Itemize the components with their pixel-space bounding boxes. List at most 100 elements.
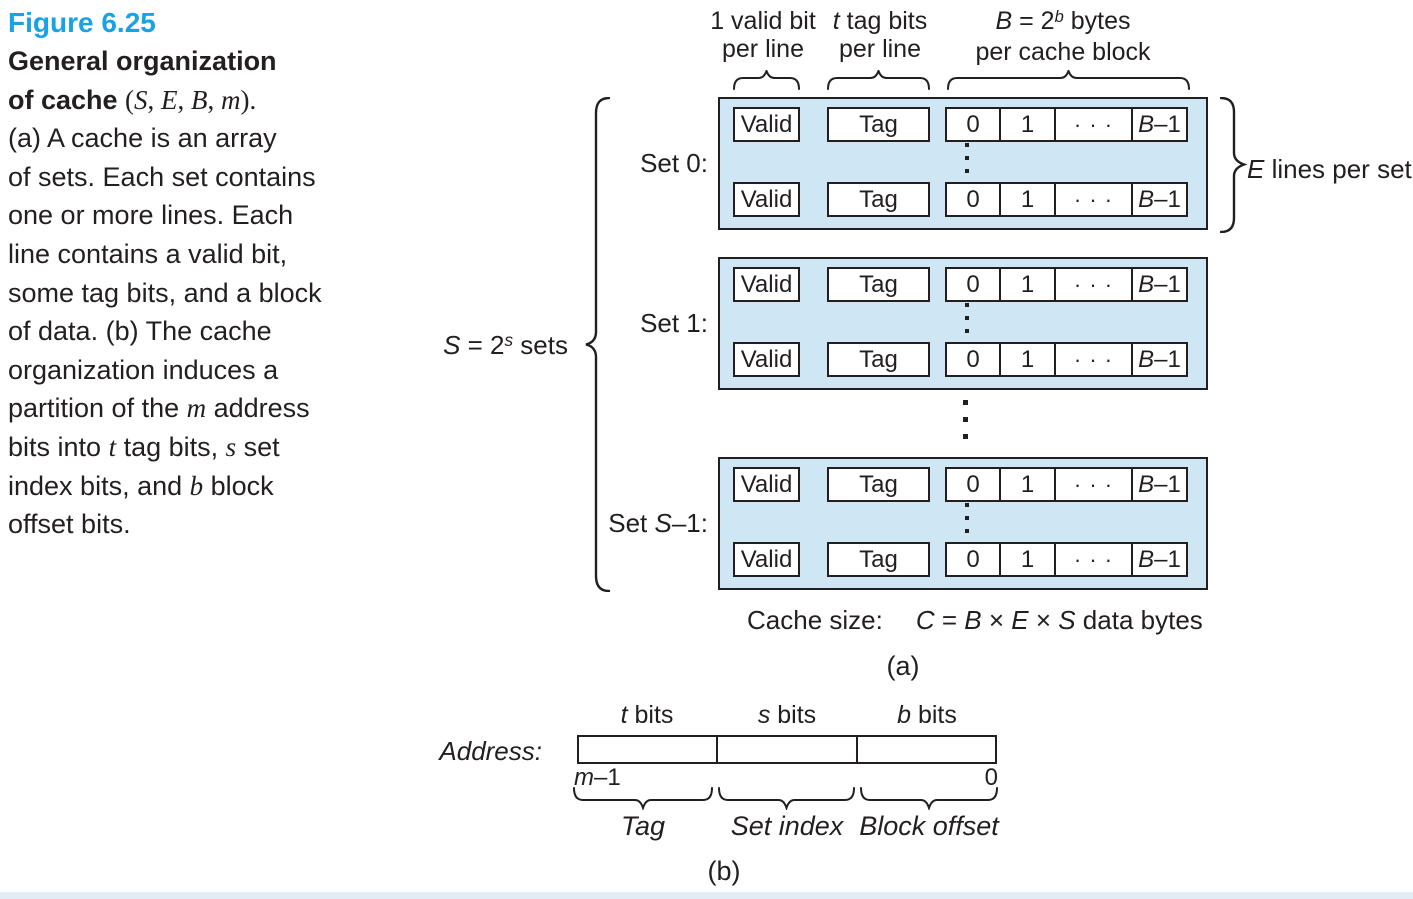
byte-cell-1: 1 — [999, 109, 1054, 140]
sets-count-label: S = 2s sets — [443, 330, 568, 360]
caption-line: of sets. Each set contains — [8, 161, 316, 192]
line-ellipsis-dots — [965, 503, 969, 542]
byte-cell-1: 1 — [999, 184, 1054, 215]
caption-line: partition of the m address — [8, 393, 310, 424]
caption-line: line contains a valid bit, — [8, 238, 288, 269]
brace-cache-block-icon — [947, 70, 1190, 90]
set-block: Valid Tag 0 1 · · · B–1 Valid Tag 0 1 · … — [718, 457, 1208, 590]
lsb-bit-index: 0 — [984, 764, 998, 791]
byte-cell-ellipsis: · · · — [1054, 109, 1131, 140]
cache-size-label: Cache size: — [747, 605, 883, 635]
byte-cell-1: 1 — [999, 544, 1054, 575]
label-valid-bit-line2: per line — [722, 35, 804, 63]
caption-line: bits into t tag bits, s set — [8, 431, 280, 462]
s-bits-label: s bits — [757, 701, 817, 729]
byte-cell-0: 0 — [966, 545, 980, 573]
tag-box: Tag — [827, 342, 930, 377]
caption-line: offset bits. — [8, 509, 131, 540]
byte-cell-0: 0 — [966, 270, 980, 298]
page-bottom-rule — [0, 892, 1413, 899]
data-block: 0 1 · · · B–1 — [945, 342, 1188, 377]
brace-block-offset-field-icon — [860, 787, 998, 810]
b-bits-label: b bits — [897, 701, 957, 729]
cache-size-line: Cache size: C = B × E × S data bytes — [747, 605, 1203, 636]
cache-line-row: Valid Tag 0 1 · · · B–1 — [720, 107, 1206, 142]
cache-line-row: Valid Tag 0 1 · · · B–1 — [720, 542, 1206, 577]
block-offset-field-cell — [855, 737, 995, 762]
tag-box: Tag — [827, 267, 930, 302]
set-label: Set S–1: — [608, 508, 708, 538]
label-tag-bits-line1: t tag bits — [832, 7, 928, 35]
caption-line: some tag bits, and a block — [8, 277, 322, 308]
byte-cell-b-minus-1: B–1 — [1131, 344, 1186, 375]
cache-line-row: Valid Tag 0 1 · · · B–1 — [720, 467, 1206, 502]
brace-sets-icon — [585, 97, 611, 592]
data-block: 0 1 · · · B–1 — [945, 267, 1188, 302]
byte-cell-ellipsis: · · · — [1054, 269, 1131, 300]
caption-line: General organization — [8, 46, 277, 76]
byte-cell-b-minus-1: B–1 — [1131, 469, 1186, 500]
label-bytes-line2: per cache block — [975, 38, 1151, 66]
label-bytes-per-cache-block: B = 2b bytes per cache block — [963, 7, 1163, 66]
byte-cell-b-minus-1: B–1 — [1131, 269, 1186, 300]
byte-cell-0: 0 — [966, 470, 980, 498]
sets-ellipsis-dots — [963, 400, 968, 451]
cache-size-formula: C = B × E × S data bytes — [915, 605, 1203, 635]
byte-cell-b-minus-1: B–1 — [1131, 184, 1186, 215]
byte-cell-ellipsis: · · · — [1054, 184, 1131, 215]
byte-cell-ellipsis: · · · — [1054, 344, 1131, 375]
tag-box: Tag — [827, 182, 930, 217]
brace-tag-bits-icon — [827, 70, 930, 90]
label-valid-bit-line1: 1 valid bit — [710, 7, 816, 35]
cache-set: Set S–1: Valid Tag 0 1 · · · B–1 Valid T… — [0, 457, 1413, 590]
valid-box: Valid — [733, 542, 800, 577]
caption-line: of data. (b) The cache — [8, 316, 272, 347]
cache-set: Set 1: Valid Tag 0 1 · · · B–1 Valid Tag… — [0, 257, 1413, 390]
label-tag-bits-per-line: t tag bits per line — [820, 7, 940, 63]
address-bitfield — [577, 735, 997, 764]
msb-bit-index: m–1 — [574, 764, 621, 791]
data-block: 0 1 · · · B–1 — [945, 182, 1188, 217]
set-index-field-label: Set index — [730, 811, 844, 841]
brace-lines-per-set-icon — [1220, 97, 1248, 233]
byte-cell-b-minus-1: B–1 — [1131, 544, 1186, 575]
address-label: Address: — [439, 736, 542, 766]
byte-cell-ellipsis: · · · — [1054, 469, 1131, 500]
valid-box: Valid — [733, 342, 800, 377]
set-label: Set 0: — [640, 148, 708, 178]
byte-cell-0: 0 — [966, 110, 980, 138]
tag-field-label: Tag — [620, 811, 666, 841]
tag-box: Tag — [827, 107, 930, 142]
cache-line-row: Valid Tag 0 1 · · · B–1 — [720, 267, 1206, 302]
brace-set-index-field-icon — [718, 787, 855, 810]
tag-box: Tag — [827, 467, 930, 502]
caption-line: (a) A cache is an array — [8, 123, 277, 154]
label-valid-bit-per-line: 1 valid bit per line — [703, 7, 823, 63]
caption-line: of cache (S, E, B, m). — [8, 84, 257, 115]
byte-cell-b-minus-1: B–1 — [1131, 109, 1186, 140]
byte-cell-ellipsis: · · · — [1054, 544, 1131, 575]
lines-per-set-label: E lines per set — [1247, 154, 1412, 184]
set-label: Set 1: — [640, 308, 708, 338]
valid-box: Valid — [733, 182, 800, 217]
data-block: 0 1 · · · B–1 — [945, 467, 1188, 502]
caption-line: index bits, and b block — [8, 470, 274, 501]
line-ellipsis-dots — [965, 143, 969, 182]
label-tag-bits-line2: per line — [839, 35, 921, 63]
data-block: 0 1 · · · B–1 — [945, 542, 1188, 577]
valid-box: Valid — [733, 467, 800, 502]
cache-set: Set 0: Valid Tag 0 1 · · · B–1 Valid Tag… — [0, 97, 1413, 230]
byte-cell-1: 1 — [999, 469, 1054, 500]
set-block: Valid Tag 0 1 · · · B–1 Valid Tag 0 1 · … — [718, 257, 1208, 390]
figure-title: Figure 6.25 — [8, 7, 156, 38]
byte-cell-0: 0 — [966, 185, 980, 213]
set-block: Valid Tag 0 1 · · · B–1 Valid Tag 0 1 · … — [718, 97, 1208, 230]
data-block: 0 1 · · · B–1 — [945, 107, 1188, 142]
cache-line-row: Valid Tag 0 1 · · · B–1 — [720, 182, 1206, 217]
valid-box: Valid — [733, 267, 800, 302]
brace-tag-field-icon — [573, 787, 713, 810]
caption-line: organization induces a — [8, 354, 279, 385]
part-label-a: (a) — [886, 651, 920, 681]
line-ellipsis-dots — [965, 303, 969, 342]
